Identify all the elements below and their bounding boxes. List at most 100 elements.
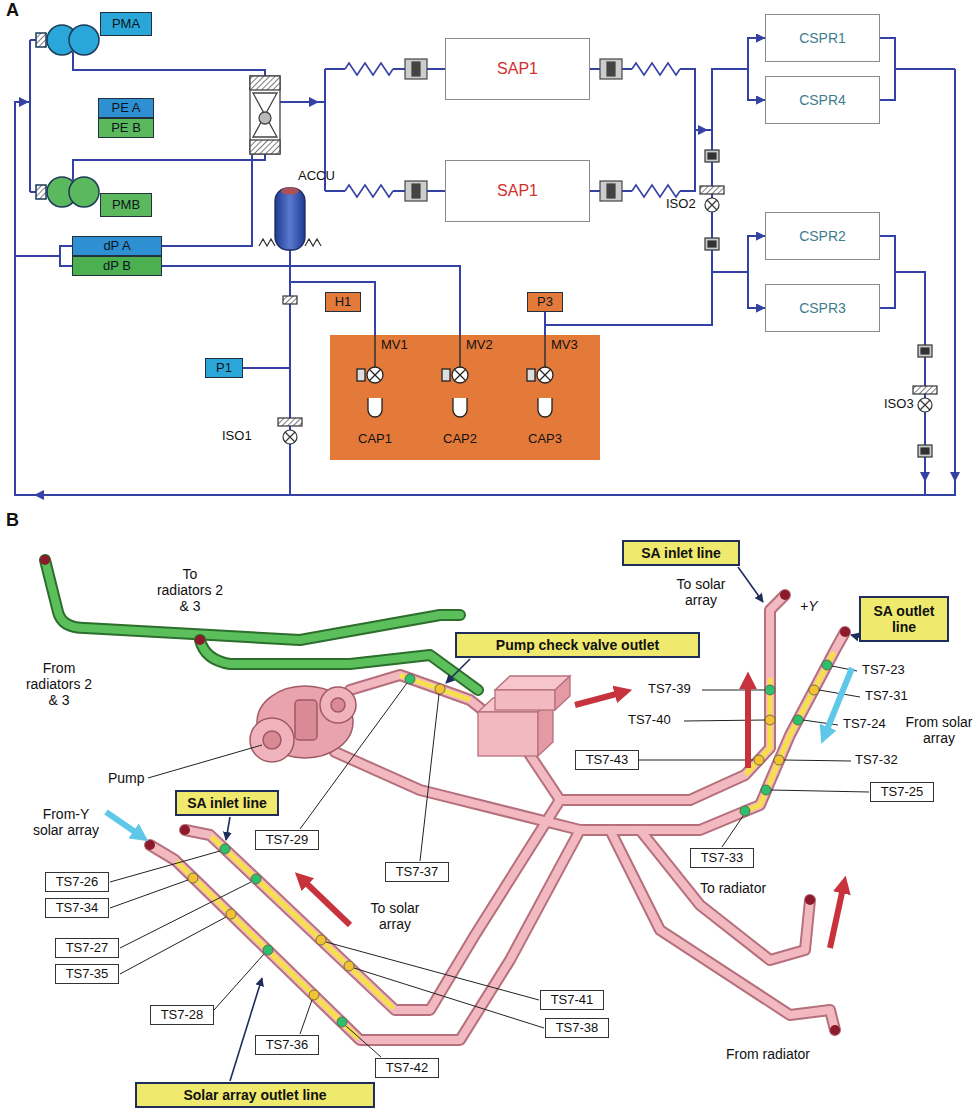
bellows-symbol — [345, 63, 393, 75]
check-valve-symbol — [250, 76, 280, 154]
sensor-tag: TS7-26 — [45, 872, 109, 892]
sensor-tag: TS7-43 — [575, 750, 639, 770]
coolant-pipe — [640, 830, 810, 960]
valve-panel — [459, 335, 461, 367]
box-text: SA inlet line — [187, 795, 267, 811]
annotation-text: From solar array — [904, 714, 974, 746]
label-slot: From radiator — [726, 1046, 810, 1062]
pump-symbol — [36, 185, 46, 199]
flow-direction-arrow — [830, 888, 843, 948]
check-valve-symbol — [259, 112, 271, 124]
tag-box: PE A — [98, 98, 154, 118]
leader-line — [110, 666, 869, 1057]
flow-direction-arrow — [745, 684, 751, 768]
sensor-dot — [309, 990, 319, 1000]
flow-line — [73, 154, 265, 180]
pipe-end-cap — [830, 1025, 840, 1035]
leader-line — [120, 882, 251, 948]
electronics-box — [495, 690, 555, 710]
leader-line — [354, 968, 544, 1028]
accumulator-symbol — [259, 239, 321, 246]
pipe-end-cap — [145, 840, 155, 850]
flow-line — [545, 272, 712, 325]
radiator-box: CSPR1 — [765, 14, 880, 62]
panel-letter: B — [6, 510, 19, 531]
flow-line — [243, 367, 290, 369]
flow-connector — [590, 69, 765, 308]
box-text: TS7-42 — [386, 1061, 429, 1076]
sensor-line-highlight — [745, 654, 833, 811]
label-slot: ISO3 — [884, 396, 914, 412]
flow-connectors — [590, 38, 765, 308]
leader-line — [784, 760, 851, 761]
flow-line — [30, 191, 36, 193]
box-text: SA outlet line — [867, 603, 941, 635]
box-text: CSPR1 — [799, 30, 846, 46]
pipe-end-cap — [805, 895, 815, 905]
leader-line — [110, 880, 188, 908]
tag-box: dP A — [72, 236, 162, 256]
annotation-text: ISO3 — [884, 397, 914, 412]
isolation-valve-symbol — [707, 200, 717, 210]
sensor-dot — [316, 935, 326, 945]
coolant-pipe — [150, 632, 845, 1040]
valve-panel — [369, 369, 381, 381]
tag-box: PE B — [98, 118, 154, 138]
valve-panel — [357, 367, 553, 417]
valve-panel — [442, 369, 450, 381]
tag-box: dP B — [72, 256, 162, 276]
leader-line — [214, 954, 264, 1010]
sensor-dot — [765, 685, 775, 695]
valve-panel — [330, 335, 600, 460]
pointer-arrow — [446, 659, 470, 683]
isolation-valve-symbol — [705, 198, 719, 212]
box-text: TS7-27 — [66, 941, 109, 956]
flow-direction-arrow — [106, 668, 852, 948]
annotation-text: To solar array — [668, 576, 734, 608]
box-text: TS7-43 — [586, 753, 629, 768]
sensor-tag: TS7-36 — [255, 1035, 319, 1055]
quick-disconnect-symbol — [600, 59, 622, 79]
leader-line — [120, 917, 226, 974]
isolation-valve-symbol — [708, 241, 716, 247]
box-text: TS7-33 — [701, 851, 744, 866]
radiator-box: CSPR2 — [765, 212, 880, 260]
flow-line — [895, 68, 955, 70]
isolation-valve-symbol — [913, 386, 937, 394]
pump-unit — [250, 686, 356, 762]
label-slot: TS7-23 — [862, 662, 905, 678]
bellows-symbol — [632, 185, 680, 197]
annotation-text: CAP1 — [358, 432, 392, 447]
coolant-pipe — [350, 675, 560, 800]
pump-unit — [263, 731, 281, 749]
bellows-symbol — [345, 185, 393, 197]
tag-box: H1 — [325, 292, 361, 312]
flow-line — [162, 155, 252, 246]
label-slot: +Y — [800, 598, 818, 614]
flow-line — [73, 52, 265, 76]
sensor-tag: TS7-38 — [545, 1018, 609, 1038]
sensor-tag: TS7-37 — [385, 862, 449, 882]
flow-connector — [590, 69, 765, 191]
sensor-dot — [220, 844, 230, 854]
sensor-tag: TS7-35 — [55, 964, 119, 984]
valve-panel — [453, 398, 467, 417]
leader-line — [300, 1000, 312, 1034]
flow-line — [15, 38, 955, 495]
box-text: CSPR2 — [799, 228, 846, 244]
label-slot: CAP2 — [440, 431, 480, 447]
label-slot: MV1 — [381, 337, 408, 353]
sensor-tag: TS7-27 — [55, 938, 119, 958]
box-text: TS7-36 — [266, 1038, 309, 1053]
box-text: TS7-34 — [56, 901, 99, 916]
bellows-symbol — [632, 61, 680, 77]
isolation-valve-symbol — [918, 445, 932, 457]
flow-connector — [590, 38, 765, 191]
leader-line — [300, 683, 407, 829]
pipe-end-cap — [195, 635, 205, 645]
annotation-text: TS7-32 — [855, 753, 898, 768]
leader-line — [326, 942, 539, 1000]
bellows-symbol — [632, 63, 680, 75]
bellows-symbol — [345, 183, 393, 199]
tag-box: PMA — [100, 12, 152, 36]
